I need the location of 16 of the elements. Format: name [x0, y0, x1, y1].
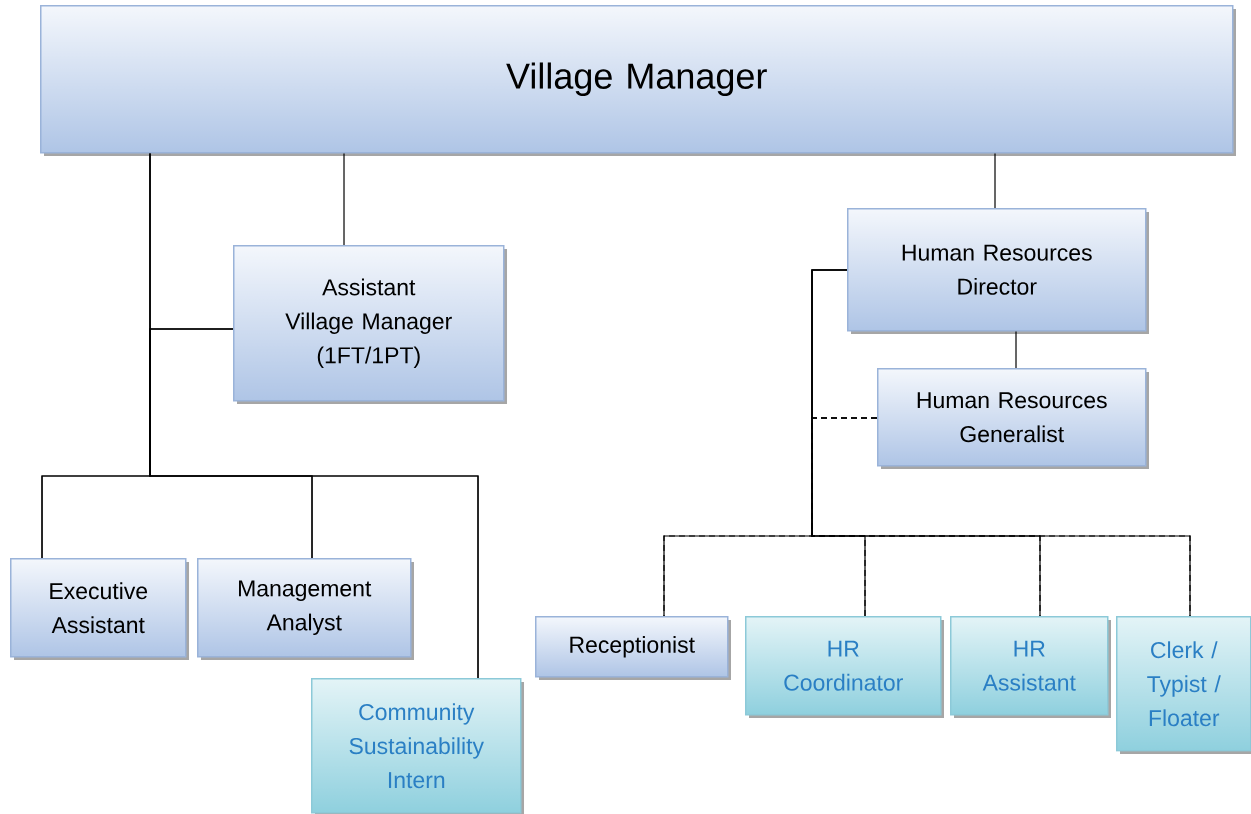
position-box: Village Manager: [40, 5, 1236, 156]
position-box: Receptionist: [535, 616, 731, 680]
position-box: HR Assistant: [950, 616, 1111, 718]
position-box: Human Resources Generalist: [877, 368, 1149, 469]
position-box: Assistant Village Manager (1FT/1PT): [233, 245, 507, 404]
connector-line: [343, 152, 345, 246]
position-box: HR Coordinator: [745, 616, 944, 718]
position-box: Human Resources Director: [847, 208, 1149, 334]
position-box: Management Analyst: [197, 558, 414, 660]
connector-line: [811, 269, 1191, 617]
position-box: Community Sustainability Intern: [311, 678, 524, 814]
connector-line: [149, 328, 479, 679]
connector-line: [1015, 330, 1017, 369]
position-box: Clerk / Typist / Floater: [1116, 616, 1251, 754]
connector-line: [994, 152, 996, 209]
position-box: Executive Assistant: [10, 558, 189, 660]
